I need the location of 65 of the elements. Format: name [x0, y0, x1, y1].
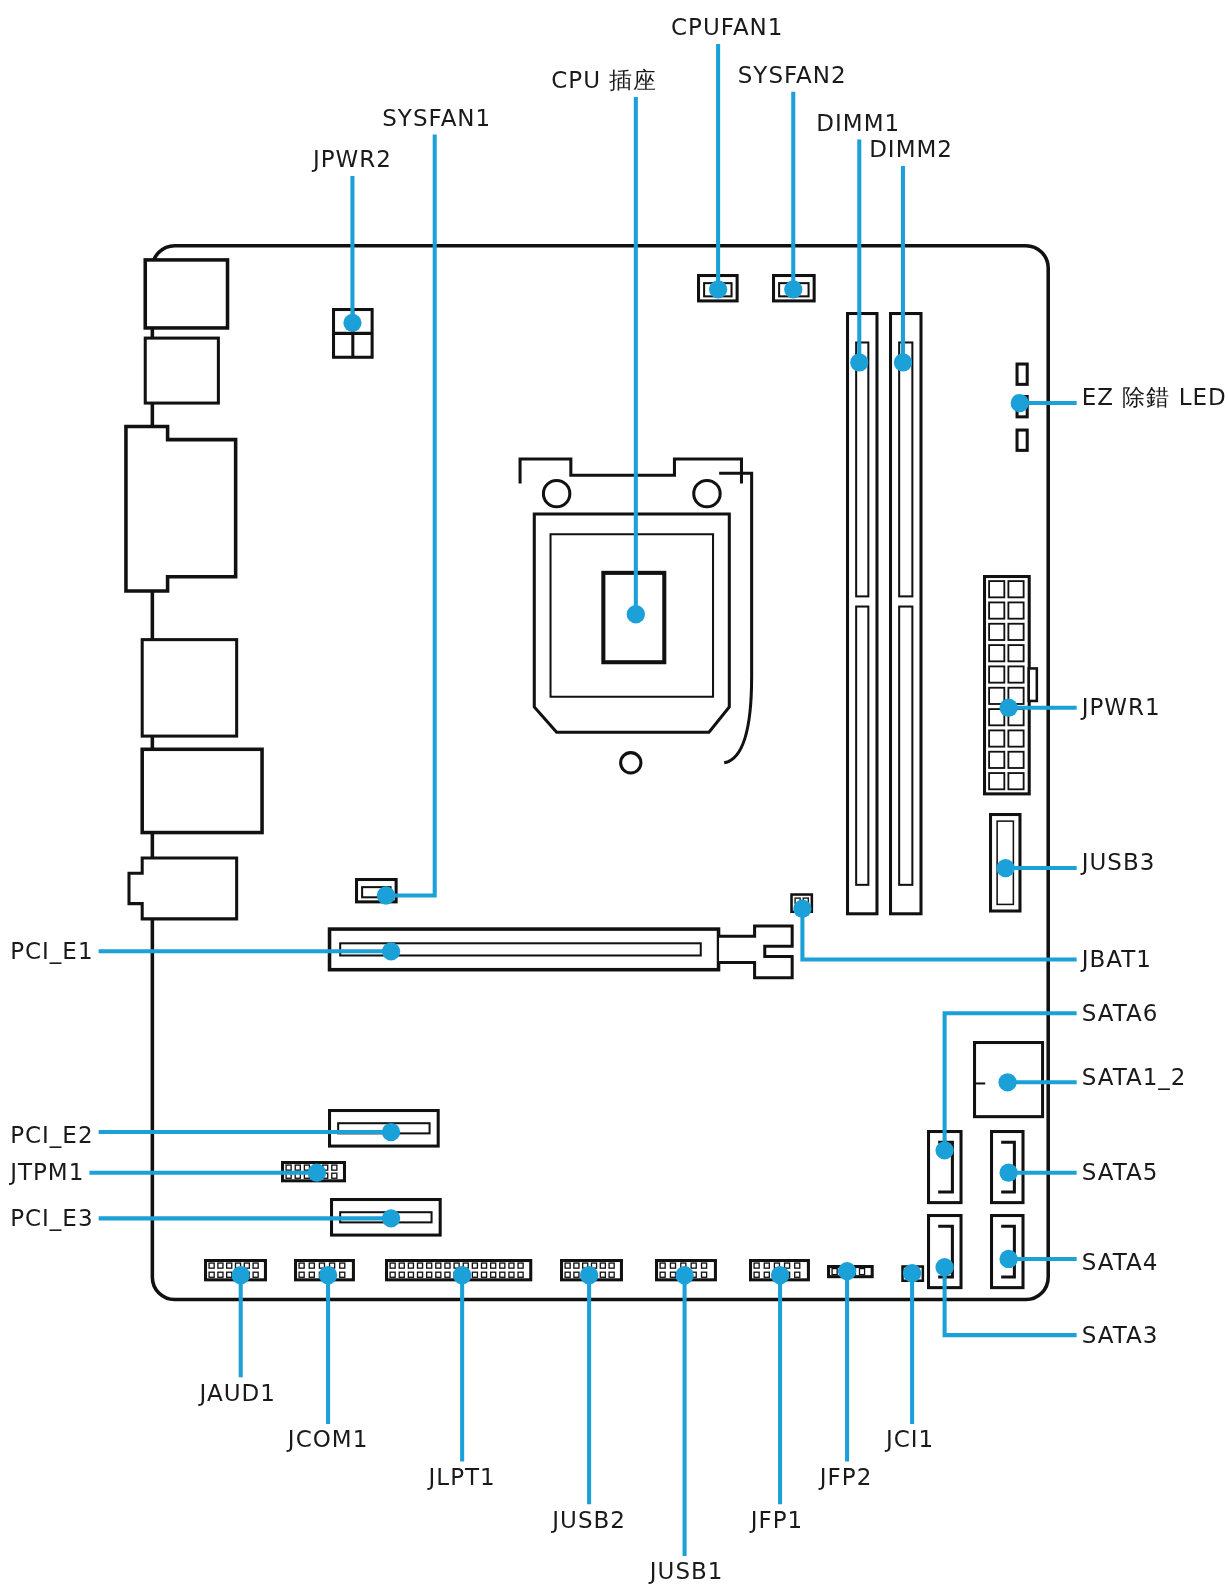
expansion-slot	[328, 924, 796, 981]
leader-line	[784, 91, 803, 299]
part-label: PCI_E3	[10, 1206, 94, 1232]
part-label: DIMM1	[816, 111, 901, 137]
leader-line	[996, 858, 1077, 878]
leader-line	[837, 1262, 857, 1462]
part-label: SYSFAN1	[382, 106, 492, 132]
part-label: JAUD1	[199, 1380, 276, 1407]
led-indicator	[1013, 361, 1030, 451]
memory-slot	[888, 311, 923, 916]
part-label: JCOM1	[287, 1427, 369, 1453]
leader-line	[376, 134, 437, 905]
part-label: SYSFAN2	[737, 63, 847, 89]
leader-line	[893, 165, 913, 372]
leader-line	[902, 1264, 922, 1424]
leader-line	[998, 1073, 1077, 1092]
part-label: JPWR2	[312, 147, 392, 174]
part-label: SATA5	[1081, 1160, 1159, 1186]
part-label: JUSB3	[1081, 850, 1156, 876]
part-label: JUSB1	[649, 1559, 724, 1585]
part-label: JLPT1	[428, 1465, 496, 1491]
leader-line	[98, 1209, 401, 1228]
part-label: SATA6	[1081, 1001, 1159, 1027]
leader-line	[318, 1266, 338, 1424]
leader-line	[999, 1249, 1077, 1269]
leader-line	[626, 96, 645, 624]
leader-line	[98, 1122, 401, 1142]
memory-slot	[846, 311, 879, 916]
leader-line	[935, 1011, 1077, 1160]
usb-header	[989, 812, 1022, 913]
leader-line	[579, 1266, 599, 1505]
part-label: JTPM1	[10, 1160, 85, 1186]
part-label: DIMM2	[869, 137, 953, 163]
power-connector	[983, 574, 1039, 796]
part-label: CPUFAN1	[671, 15, 784, 42]
part-label: JUSB2	[552, 1507, 626, 1534]
part-label: JCI1	[885, 1427, 935, 1453]
leader-line	[770, 1266, 790, 1505]
part-label: SATA4	[1081, 1249, 1159, 1276]
sata-port	[973, 1041, 1045, 1119]
leader-line	[708, 44, 728, 299]
leader-line	[231, 1266, 250, 1378]
part-label: SATA3	[1081, 1323, 1159, 1349]
part-label: PCI_E1	[10, 939, 94, 965]
part-label: CPU 插座	[551, 68, 658, 94]
leader-line	[793, 899, 1077, 962]
pin-header	[384, 1259, 533, 1282]
part-label: SATA1_2	[1081, 1065, 1187, 1091]
leader-line	[1010, 393, 1077, 413]
leader-line	[999, 698, 1077, 717]
part-label: JBAT1	[1081, 947, 1152, 973]
leader-line	[98, 942, 401, 961]
part-label: JFP1	[750, 1507, 804, 1534]
leader-line	[850, 139, 869, 372]
leader-line	[89, 1163, 327, 1182]
leader-line	[999, 1163, 1077, 1182]
part-label: JFP2	[819, 1465, 873, 1491]
part-label: JPWR1	[1081, 695, 1161, 721]
leader-line	[343, 176, 362, 332]
leader-line	[935, 1257, 1077, 1338]
leader-line	[675, 1266, 694, 1556]
pin-header	[826, 1264, 874, 1278]
part-label: EZ 除錯 LED	[1081, 385, 1227, 411]
part-label: PCI_E2	[10, 1122, 94, 1149]
leader-line	[453, 1266, 472, 1462]
